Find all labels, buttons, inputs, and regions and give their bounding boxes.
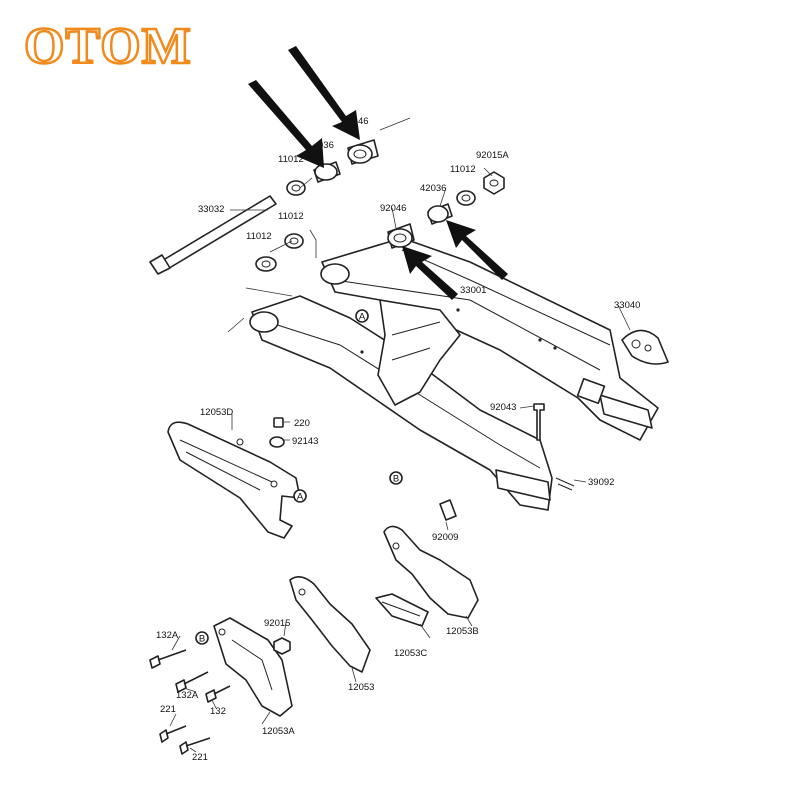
callout-12053A: 12053A <box>262 726 295 737</box>
callout-11012-right: 11012 <box>450 164 476 175</box>
callout-132A-lower: 132A <box>176 690 199 701</box>
nut-92015A <box>483 171 505 195</box>
pointer-arrow-1 <box>248 80 324 168</box>
pointer-arrow-4 <box>446 220 508 280</box>
callout-11012-middle: 11012 <box>278 211 304 222</box>
marker-A-top: A <box>355 309 369 323</box>
pointer-arrow-3 <box>402 246 458 300</box>
svg-text:B: B <box>199 634 205 645</box>
collar-42036-right <box>427 203 453 225</box>
guide-plate-12053A <box>213 617 293 717</box>
seal-11012-left <box>255 256 277 272</box>
svg-text:B: B <box>393 474 399 485</box>
pointer-arrow-2 <box>288 46 360 140</box>
svg-text:A: A <box>359 312 366 323</box>
callout-221-upper: 221 <box>160 704 176 715</box>
callout-92015: 92015 <box>264 618 290 629</box>
otom-logo: OTOM <box>23 18 192 75</box>
callout-11012-upper: 11012 <box>278 154 304 165</box>
bolt-92043 <box>533 403 545 441</box>
collar-42036-upper <box>313 161 341 183</box>
chain-adjuster-33040 <box>621 329 669 365</box>
guide-block-12053C <box>375 593 429 627</box>
callout-12053C: 12053C <box>394 648 427 659</box>
bearing-92046-upper <box>347 139 379 165</box>
callout-92046-upper: 46 <box>358 116 369 127</box>
stopper-92009 <box>439 499 457 521</box>
marker-B-right: B <box>389 471 403 485</box>
chain-guide-12053B <box>383 525 479 619</box>
seal-11012-right <box>456 190 476 206</box>
callout-12053D: 12053D <box>200 407 233 418</box>
callout-92015A: 92015A <box>476 150 509 161</box>
bolt-221-upper <box>159 725 187 743</box>
marker-A-bottom: A <box>293 489 307 503</box>
seal-11012-upper <box>286 180 306 196</box>
chain-guide-12053 <box>289 576 371 673</box>
callout-132: 132 <box>210 706 226 717</box>
callout-221-lower: 221 <box>192 752 208 763</box>
nut-92015 <box>273 637 291 655</box>
bolt-220 <box>273 417 284 428</box>
callout-92143: 92143 <box>292 436 318 447</box>
callout-12053: 12053 <box>348 682 374 693</box>
cotter-pin-39092 <box>555 477 575 491</box>
callout-42036-right: 42036 <box>420 183 446 194</box>
swingarm-33001 <box>249 237 659 511</box>
callout-33032: 33032 <box>198 204 224 215</box>
callout-11012-left: 11012 <box>246 231 272 242</box>
pivot-shaft-33032 <box>149 195 277 275</box>
marker-B-left: B <box>195 631 209 645</box>
callout-92043: 92043 <box>490 402 516 413</box>
callout-33001: 33001 <box>460 285 486 296</box>
callout-33040: 33040 <box>614 300 640 311</box>
callout-42036-upper: 036 <box>318 140 334 151</box>
washer-92143 <box>269 436 285 448</box>
callout-220: 220 <box>294 418 310 429</box>
bolt-132 <box>205 685 231 703</box>
svg-text:A: A <box>297 492 304 503</box>
bearing-92046-right <box>387 223 415 249</box>
callout-132A-upper: 132A <box>156 630 179 641</box>
bolt-221-lower <box>179 737 211 755</box>
bolt-132A-upper <box>149 649 187 669</box>
chain-slider-12053D <box>167 421 301 539</box>
callout-92046-right: 92046 <box>380 203 406 214</box>
callout-39092: 39092 <box>588 477 614 488</box>
callout-12053B: 12053B <box>446 626 479 637</box>
seal-11012-middle <box>284 233 304 249</box>
bolt-132A-lower <box>175 671 209 693</box>
callout-92009: 92009 <box>432 532 458 543</box>
